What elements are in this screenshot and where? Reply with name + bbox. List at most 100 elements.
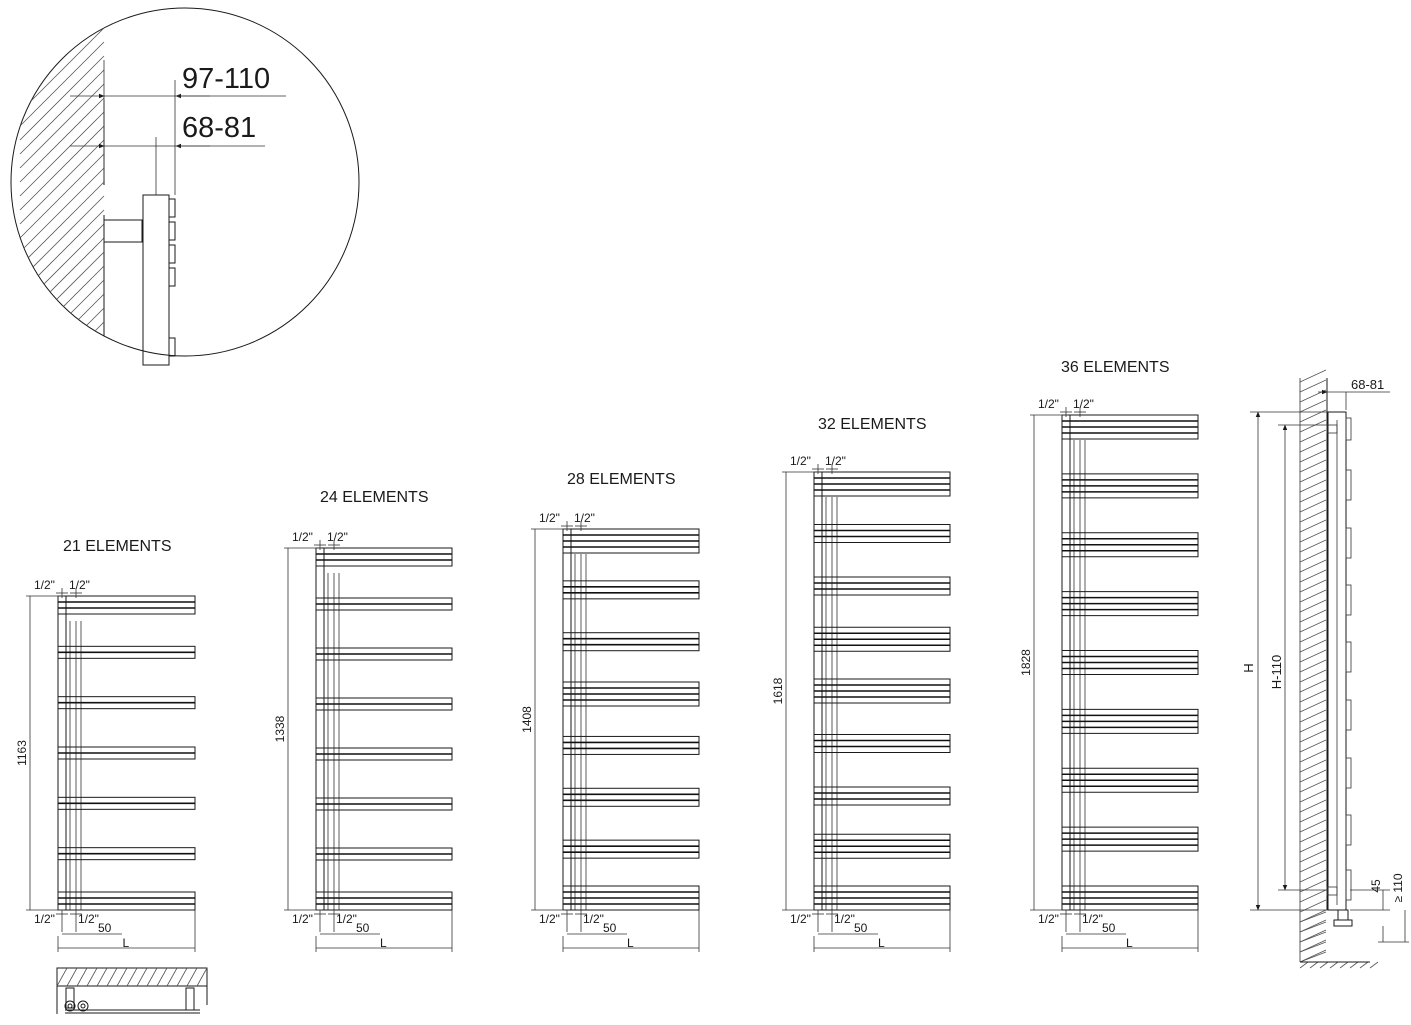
- pipe-size-bottom-right: 1/2": [834, 912, 855, 926]
- element-group: [1061, 532, 1199, 558]
- element-group: [315, 747, 453, 761]
- height-dimension: 1338: [273, 715, 287, 742]
- element-group: [813, 678, 951, 704]
- pipe-size-top-left: 1/2": [292, 530, 313, 544]
- element-group: [1061, 473, 1199, 499]
- pipe-size-top-left: 1/2": [790, 454, 811, 468]
- element-group: [315, 597, 453, 611]
- model-title: 24 ELEMENTS: [320, 489, 428, 506]
- width-dimension: L: [878, 936, 885, 950]
- model-title: 28 ELEMENTS: [567, 471, 675, 488]
- pipe-size-bottom-left: 1/2": [539, 912, 560, 926]
- element-group: [57, 696, 196, 710]
- element-group: [57, 796, 196, 810]
- pipe-size-bottom-left: 1/2": [790, 912, 811, 926]
- pipe-size-bottom-right: 1/2": [583, 912, 604, 926]
- width-dimension: L: [380, 936, 387, 950]
- element-group: [315, 647, 453, 661]
- height-dimension: 1618: [771, 677, 785, 704]
- pipe-size-bottom-right: 1/2": [336, 912, 357, 926]
- element-group: [1061, 767, 1199, 793]
- height-dimension: 1828: [1019, 649, 1033, 676]
- pipe-size-top-left: 1/2": [34, 578, 55, 592]
- element-group: [562, 528, 700, 554]
- overall-height-label: H: [1241, 663, 1256, 672]
- floor-clearance-label: ≥ 110: [1391, 873, 1405, 902]
- element-group: [57, 645, 196, 659]
- element-group: [562, 787, 700, 807]
- side-depth-label: 68-81: [1351, 377, 1384, 392]
- detail-circle: 97-110 68-81: [10, 7, 360, 366]
- element-group: [1061, 414, 1199, 440]
- element-group: [1061, 708, 1199, 734]
- pipe-size-top-right: 1/2": [327, 530, 348, 544]
- element-group: [813, 524, 951, 543]
- connection-spacing: 50: [356, 921, 370, 935]
- element-group: [562, 735, 700, 755]
- wall-hatching: [19, 8, 105, 356]
- inner-depth-label: 68-81: [182, 112, 256, 144]
- element-group: [813, 786, 951, 806]
- pipe-size-top-left: 1/2": [1038, 397, 1059, 411]
- element-group: [315, 847, 453, 861]
- element-group: [562, 632, 700, 652]
- radiator-profile: [142, 194, 170, 366]
- element-group: [813, 471, 951, 497]
- bottom-offset-label: 45: [1369, 879, 1383, 893]
- element-group: [562, 839, 700, 859]
- height-dimension: 1408: [520, 706, 534, 733]
- width-dimension: L: [627, 936, 634, 950]
- element-group: [562, 580, 700, 600]
- element-group: [1061, 591, 1199, 617]
- element-group: [315, 891, 453, 911]
- element-group: [57, 595, 196, 615]
- pipe-size-top-left: 1/2": [539, 511, 560, 525]
- element-group: [315, 547, 453, 567]
- connection-spacing: 50: [98, 921, 112, 935]
- element-group: [562, 681, 700, 707]
- height-dimension: 1163: [15, 740, 29, 766]
- element-group: [1061, 826, 1199, 852]
- pipe-size-bottom-right: 1/2": [78, 912, 99, 926]
- connection-spacing: 50: [854, 921, 868, 935]
- wall-bracket: [103, 219, 143, 243]
- element-group: [57, 847, 196, 861]
- connection-spacing: 50: [603, 921, 617, 935]
- pipe-size-top-right: 1/2": [69, 578, 90, 592]
- pipe-size-top-right: 1/2": [1073, 397, 1094, 411]
- model-title: 36 ELEMENTS: [1061, 359, 1169, 376]
- element-group: [813, 734, 951, 753]
- element-group: [562, 885, 700, 911]
- model-title: 21 ELEMENTS: [63, 538, 171, 555]
- axis-height-label: H-110: [1269, 655, 1284, 689]
- element-group: [813, 885, 951, 911]
- width-dimension: L: [1126, 936, 1133, 950]
- pipe-size-bottom-left: 1/2": [292, 912, 313, 926]
- element-group: [813, 626, 951, 652]
- pipe-size-bottom-right: 1/2": [1082, 912, 1103, 926]
- element-group: [813, 833, 951, 859]
- model-title: 32 ELEMENTS: [818, 416, 926, 433]
- element-group: [57, 891, 196, 911]
- side-view: 68-81 H H-110 45 ≥ 110: [1241, 369, 1409, 969]
- width-dimension: L: [123, 936, 130, 950]
- valve-connector-icon: [77, 1000, 89, 1012]
- pipe-size-top-right: 1/2": [574, 511, 595, 525]
- collector-left: [315, 547, 325, 911]
- element-group: [57, 746, 196, 760]
- connection-spacing: 50: [1102, 921, 1116, 935]
- element-group: [813, 576, 951, 596]
- pipe-size-bottom-left: 1/2": [34, 912, 55, 926]
- element-group: [1061, 650, 1199, 675]
- element-group: [315, 697, 453, 711]
- pipe-size-top-right: 1/2": [825, 454, 846, 468]
- element-group: [315, 797, 453, 811]
- top-view: [56, 967, 208, 1014]
- valve-connector-icon: [64, 1000, 76, 1012]
